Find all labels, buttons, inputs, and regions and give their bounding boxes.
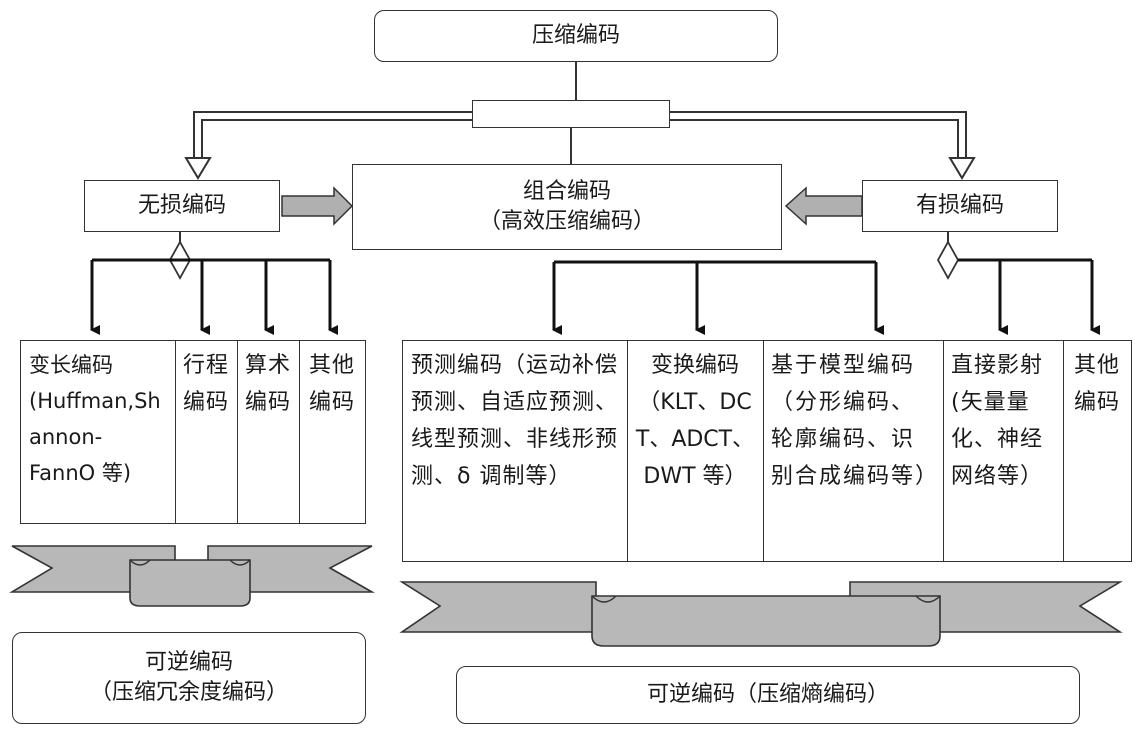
reversible-left-title: 可逆编码	[144, 650, 233, 675]
method-arithmetic: 算术编码	[244, 353, 291, 415]
method-predictive: 预测编码（运动补偿预测、自适应预测、线型预测、非线形预测、δ 调制等）	[411, 353, 619, 489]
lossy-branch	[936, 232, 1100, 335]
method-transform: 变换编码（KLT、DCT、ADCT、DWT 等）	[635, 353, 755, 489]
lossy-coding-box: 有损编码	[862, 180, 1058, 232]
lossless-branch	[90, 232, 338, 335]
method-run-length: 行程编码	[182, 353, 229, 415]
reversible-entropy-box: 可逆编码（压缩熵编码）	[456, 666, 1080, 724]
method-direct-mapping: 直接影射(矢量量化、神经网络等）	[951, 353, 1044, 489]
compression-coding-root: 压缩编码	[374, 10, 778, 62]
root-label: 压缩编码	[531, 23, 620, 48]
reversible-left-subtitle: （压缩冗余度编码）	[89, 680, 288, 705]
reversible-right-label: 可逆编码（压缩熵编码）	[646, 682, 889, 707]
lossy-label: 有损编码	[915, 193, 1004, 218]
table-divider	[763, 341, 764, 561]
table-divider	[175, 341, 176, 523]
hollow-arrow-left	[184, 111, 472, 180]
gray-arrow-to-combined-right	[784, 186, 863, 226]
method-other-lossless: 其他编码	[308, 353, 355, 415]
method-model-based: 基于模型编码（分形编码、轮廓编码、识别合成编码等）	[771, 353, 940, 489]
combined-title: 组合编码	[522, 179, 611, 204]
table-divider	[1063, 341, 1064, 561]
table-divider	[627, 341, 628, 561]
table-divider	[299, 341, 300, 523]
lossless-coding-box: 无损编码	[84, 180, 280, 232]
table-divider	[237, 341, 238, 523]
splitter-bar	[472, 100, 670, 128]
method-other-lossy: 其他编码	[1073, 353, 1120, 415]
method-variable-length: 变长编码(Huffman,Shannon-FannO 等)	[29, 353, 161, 485]
reversible-redundancy-box: 可逆编码 （压缩冗余度编码）	[12, 632, 366, 724]
lossy-methods-table: 预测编码（运动补偿预测、自适应预测、线型预测、非线形预测、δ 调制等） 变换编码…	[402, 340, 1132, 562]
ribbon-left	[9, 545, 376, 607]
gray-arrow-to-combined-left	[281, 186, 354, 226]
hollow-arrow-right	[670, 111, 976, 180]
ribbon-right	[399, 581, 1123, 647]
table-divider	[943, 341, 944, 561]
combined-coding-box: 组合编码 （高效压缩编码）	[352, 164, 782, 250]
combined-subtitle: （高效压缩编码）	[478, 209, 655, 234]
lossless-methods-table: 变长编码(Huffman,Shannon-FannO 等) 行程编码 算术编码 …	[20, 340, 366, 524]
lossless-label: 无损编码	[137, 193, 226, 218]
combined-branch	[552, 260, 884, 335]
